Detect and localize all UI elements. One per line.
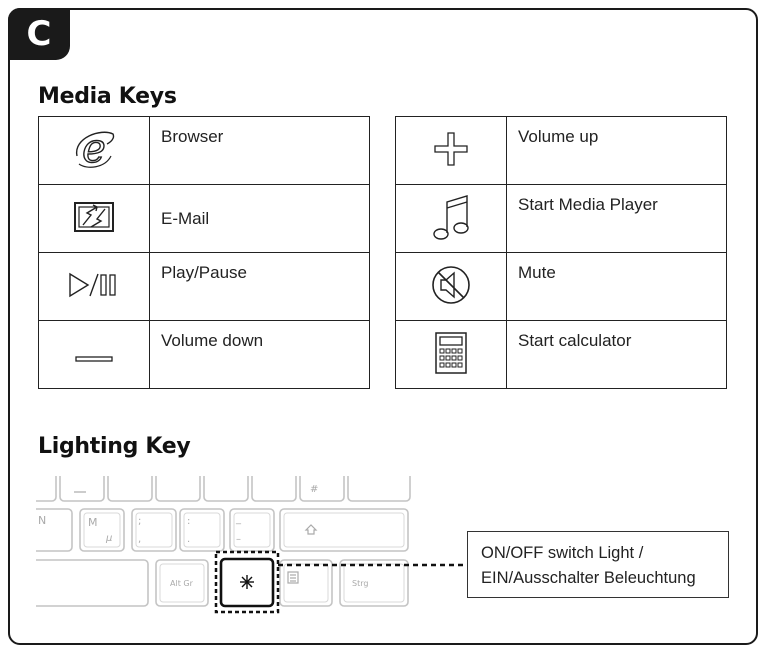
icon-cell <box>38 184 150 253</box>
key-comma: , <box>138 534 141 545</box>
key-semicolon: ; <box>138 516 141 527</box>
page-frame <box>8 8 758 645</box>
play-pause-icon <box>69 272 116 297</box>
table-row: Start calculator <box>395 320 727 389</box>
sun-icon <box>240 575 254 589</box>
table-row: e Browser <box>38 116 370 185</box>
callout-line-english: ON/OFF switch Light / <box>481 544 644 562</box>
icon-cell <box>395 320 507 389</box>
key-mu: µ <box>105 533 112 544</box>
media-keys-heading: Media Keys <box>38 84 177 109</box>
key-n: N <box>38 514 46 527</box>
key-label-volume-down: Volume down <box>149 320 370 389</box>
key-period: . <box>187 534 190 545</box>
table-row: Start Media Player <box>395 184 727 253</box>
keyboard-illustration: N M µ ; , : . _ – # Alt Gr Strg <box>36 476 467 614</box>
icon-cell: e <box>38 116 150 185</box>
table-row: Volume up <box>395 116 727 185</box>
key-colon: : <box>187 516 190 527</box>
key-dash: – <box>236 534 241 545</box>
icon-cell <box>395 184 507 253</box>
music-note-icon <box>433 194 469 240</box>
icon-cell <box>38 320 150 389</box>
key-label-mute: Mute <box>506 252 727 321</box>
table-row: E-Mail <box>38 184 370 253</box>
key-label-browser: Browser <box>149 116 370 185</box>
icon-cell <box>395 252 507 321</box>
email-icon <box>74 201 114 232</box>
media-keys-table-right: Volume up Start Media Player Mute <box>395 116 727 389</box>
section-badge: C <box>8 8 70 60</box>
key-label-play-pause: Play/Pause <box>149 252 370 321</box>
key-label-media-player: Start Media Player <box>506 184 727 253</box>
key-strg: Strg <box>352 579 368 588</box>
calculator-icon <box>435 331 467 374</box>
table-row: Play/Pause <box>38 252 370 321</box>
lighting-key-heading: Lighting Key <box>38 434 191 459</box>
key-m: M <box>88 516 98 529</box>
callout-line-german: EIN/Ausschalter Beleuchtung <box>481 569 696 587</box>
mute-icon <box>432 265 470 304</box>
light-key-callout: ON/OFF switch Light / EIN/Ausschalter Be… <box>467 531 729 598</box>
key-hash: # <box>310 484 318 495</box>
key-label-volume-up: Volume up <box>506 116 727 185</box>
key-label-email: E-Mail <box>149 184 370 253</box>
key-altgr: Alt Gr <box>170 579 194 588</box>
icon-cell <box>395 116 507 185</box>
media-keys-table-left: e Browser E-Mail <box>38 116 370 389</box>
volume-down-icon <box>75 355 113 362</box>
table-row: Mute <box>395 252 727 321</box>
internet-explorer-icon: e <box>76 125 115 172</box>
light-key-highlight <box>214 550 280 614</box>
table-row: Volume down <box>38 320 370 389</box>
icon-cell <box>38 252 150 321</box>
key-underscore: _ <box>235 514 242 525</box>
volume-up-icon <box>434 131 468 166</box>
key-label-calculator: Start calculator <box>506 320 727 389</box>
